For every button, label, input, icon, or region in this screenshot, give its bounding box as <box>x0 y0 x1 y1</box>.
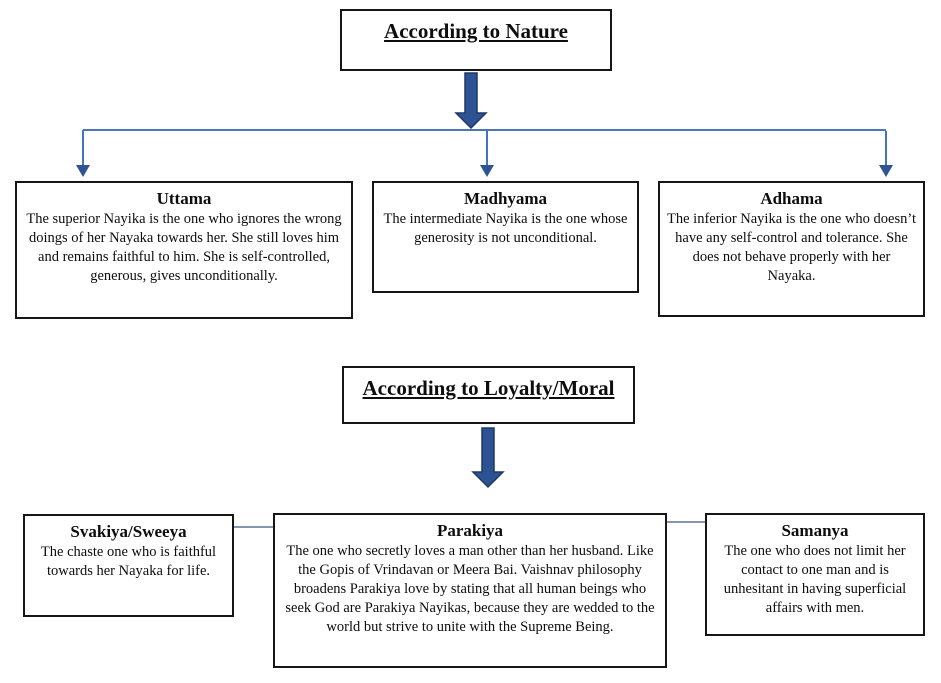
branch-line-nature <box>83 129 886 131</box>
section-title-box-loyalty: According to Loyalty/Moral <box>342 366 635 424</box>
node-svakiya-body: The chaste one who is faithful towards h… <box>40 544 217 580</box>
node-uttama-heading: Uttama <box>156 189 212 208</box>
node-uttama: Uttama The superior Nayika is the one wh… <box>15 181 353 319</box>
node-madhyama-body: The intermediate Nayika is the one whose… <box>383 211 628 247</box>
node-samanya-heading: Samanya <box>781 521 849 540</box>
thick-down-arrow-loyalty-icon <box>471 427 505 489</box>
section-title-nature-label: According to Nature <box>384 19 568 43</box>
connector-parakiya-samanya <box>666 521 706 523</box>
node-uttama-body: The superior Nayika is the one who ignor… <box>26 211 342 285</box>
section-title-box-nature: According to Nature <box>340 9 612 71</box>
node-madhyama-heading: Madhyama <box>463 189 548 208</box>
branch-arrow-adhama-icon <box>879 131 893 177</box>
connector-svakiya-parakiya <box>233 526 274 528</box>
node-samanya-body: The one who does not limit her contact t… <box>723 543 907 617</box>
branch-arrow-madhyama-icon <box>480 131 494 177</box>
node-parakiya-body: The one who secretly loves a man other t… <box>285 543 655 636</box>
node-svakiya: Svakiya/Sweeya The chaste one who is fai… <box>23 514 234 617</box>
thick-down-arrow-nature-icon <box>454 72 488 130</box>
node-adhama-body: The inferior Nayika is the one who doesn… <box>667 211 916 285</box>
node-parakiya: Parakiya The one who secretly loves a ma… <box>273 513 667 668</box>
node-madhyama: Madhyama The intermediate Nayika is the … <box>372 181 639 293</box>
node-parakiya-heading: Parakiya <box>436 521 504 540</box>
node-adhama-heading: Adhama <box>760 189 823 208</box>
node-samanya: Samanya The one who does not limit her c… <box>705 513 925 636</box>
section-title-loyalty-label: According to Loyalty/Moral <box>362 376 615 400</box>
node-adhama: Adhama The inferior Nayika is the one wh… <box>658 181 925 317</box>
node-svakiya-heading: Svakiya/Sweeya <box>70 522 187 541</box>
branch-arrow-uttama-icon <box>76 130 90 177</box>
